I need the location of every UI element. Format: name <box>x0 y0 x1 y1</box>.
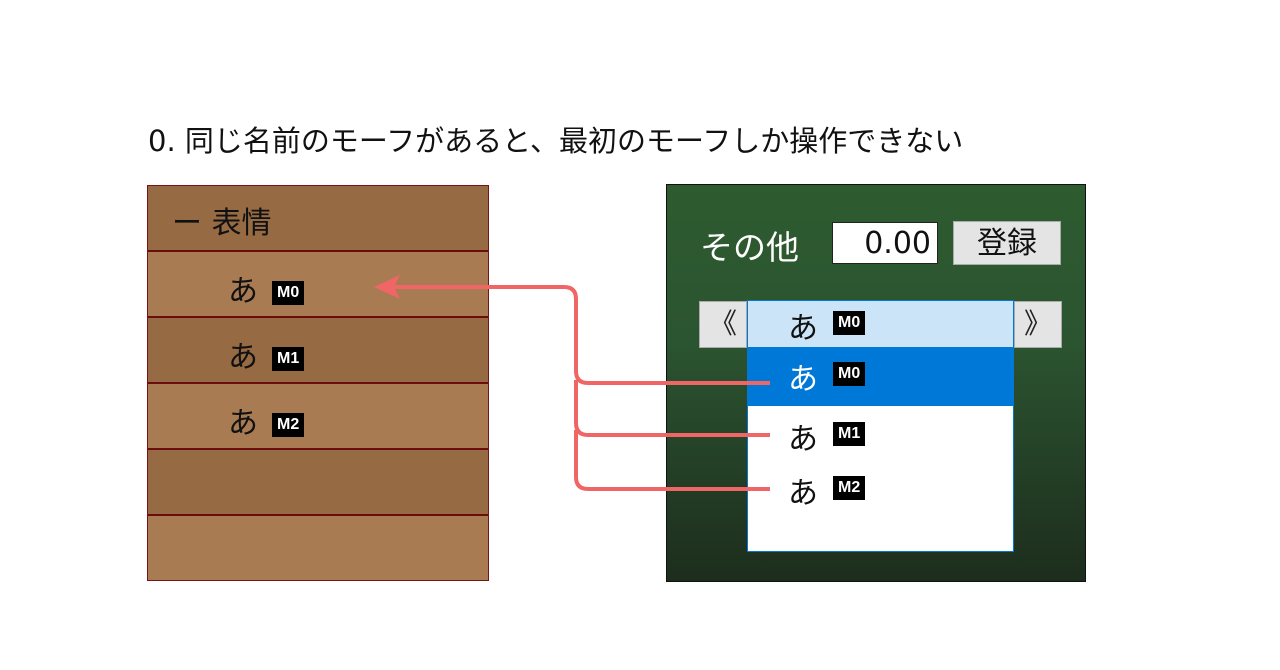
arrow-line <box>574 380 770 437</box>
dropdown-option[interactable]: あ M1 <box>748 408 1013 462</box>
morph-name: あ <box>228 406 258 441</box>
option-badge: M2 <box>833 476 866 500</box>
option-badge: M0 <box>833 362 866 386</box>
morph-dropdown[interactable]: あ M0 <box>747 300 1014 348</box>
arrow-line <box>574 430 770 491</box>
arrow-line <box>392 285 770 385</box>
morph-badge: M1 <box>272 346 305 371</box>
value-input[interactable]: 0.00 <box>832 222 938 264</box>
dropdown-list: あ M0 あ M1 あ M2 <box>747 348 1014 552</box>
category-label: その他 <box>700 228 799 267</box>
selected-name: あ <box>788 311 818 346</box>
next-button[interactable]: 》 <box>1014 301 1062 348</box>
group-label: ー 表情 <box>172 206 272 241</box>
dropdown-option[interactable]: あ M2 <box>748 462 1013 516</box>
option-name: あ <box>788 422 818 457</box>
empty-row <box>148 450 488 516</box>
morph-row[interactable]: あ M2 <box>148 384 488 450</box>
morph-row[interactable]: あ M1 <box>148 318 488 384</box>
morph-panel: ー 表情 あ M0 あ M1 あ M2 <box>147 185 489 581</box>
morph-name: あ <box>228 340 258 375</box>
morph-badge: M0 <box>272 280 305 305</box>
selected-badge: M0 <box>833 311 866 335</box>
arrow-head-icon <box>374 275 400 299</box>
option-name: あ <box>788 476 818 511</box>
empty-row <box>148 516 488 580</box>
morph-name: あ <box>228 274 258 309</box>
group-header[interactable]: ー 表情 <box>148 186 488 252</box>
dropdown-option-selected[interactable]: あ M0 <box>748 348 1013 406</box>
diagram-title: 0. 同じ名前のモーフがあると、最初のモーフしか操作できない <box>148 124 964 158</box>
option-name: あ <box>788 362 818 397</box>
register-button[interactable]: 登録 <box>953 221 1061 265</box>
morph-badge: M2 <box>272 412 305 437</box>
prev-button[interactable]: 《 <box>699 301 747 348</box>
option-badge: M1 <box>833 422 866 446</box>
